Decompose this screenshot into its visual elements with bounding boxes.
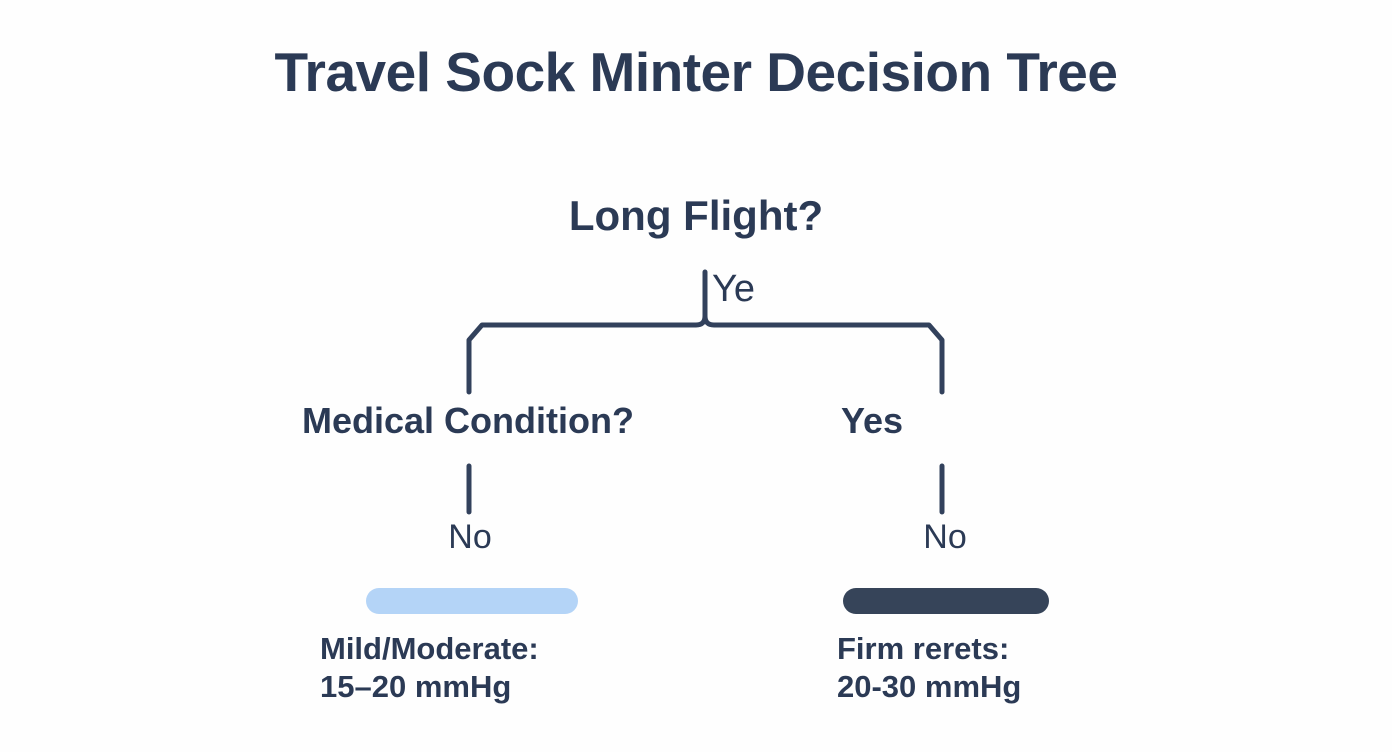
edge-label-root-yes: Ye (712, 268, 755, 310)
leaf-node-right: Firm rerets: 20-30 mmHg (795, 588, 1095, 706)
leaf-right-line1: Firm rerets: (837, 631, 1010, 666)
leaf-pill-dark (843, 588, 1049, 614)
leaf-node-left: Mild/Moderate: 15–20 mmHg (318, 588, 618, 706)
leaf-text-left: Mild/Moderate: 15–20 mmHg (320, 630, 618, 706)
leaf-left-line1: Mild/Moderate: (320, 631, 539, 666)
edge-label-left-no: No (448, 518, 492, 556)
leaf-left-line2: 15–20 mmHg (320, 668, 512, 704)
leaf-text-right: Firm rerets: 20-30 mmHg (837, 630, 1095, 706)
branch-right (702, 313, 945, 395)
root-node-label: Long Flight? (568, 192, 824, 239)
child-node-right-label: Yes (840, 400, 904, 441)
leaf-right-line2: 20-30 mmHg (837, 668, 1022, 704)
leaf-pill-light (366, 588, 578, 614)
edge-label-right-no: No (923, 518, 967, 556)
child-node-left-label: Medical Condition? (302, 400, 634, 441)
page-title: Travel Sock Minter Decision Tree (274, 41, 1118, 103)
branch-left (466, 313, 708, 395)
